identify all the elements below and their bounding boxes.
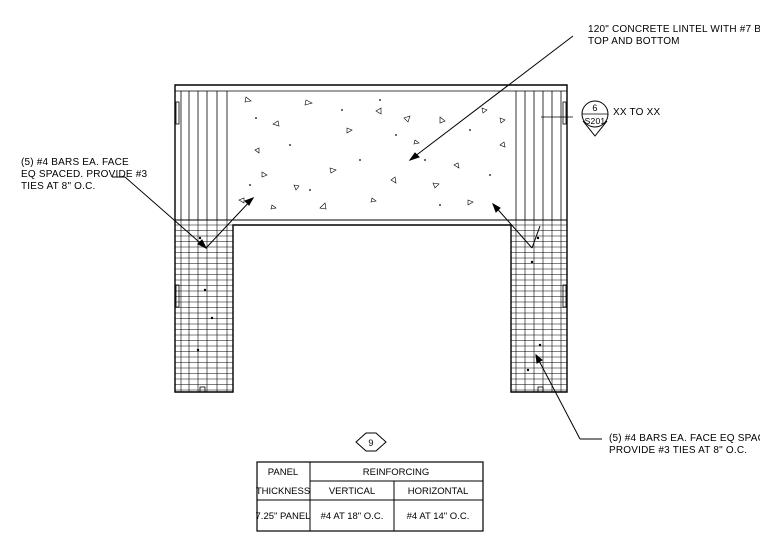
section-marker: 6 S201 XX TO XX: [541, 100, 660, 137]
jamb-bar-dots: [196, 236, 542, 372]
table-row-horizontal: #4 AT 14" O.C.: [407, 511, 470, 522]
table-vertical-header: VERTICAL: [329, 486, 375, 497]
lintel-note-line-2: TOP AND BOTTOM: [588, 36, 680, 47]
leader-lines: [112, 35, 602, 440]
table-horizontal-header: HORIZONTAL: [408, 486, 469, 497]
table-reinforcing-header: REINFORCING: [363, 467, 430, 478]
detail-number-marker: 9: [355, 432, 387, 452]
table-row-panel: 7.25" PANEL: [256, 511, 311, 522]
table-panel-header-2: THICKNESS: [256, 486, 310, 497]
section-marker-sheet: S201: [585, 116, 606, 126]
left-jamb-vertical-bars: [180, 91, 228, 220]
left-jamb-note-line-3: TIES AT 8" O.C.: [21, 181, 96, 192]
concrete-stipple: [238, 96, 506, 210]
concrete-dots: [249, 99, 491, 206]
table-panel-header-1: PANEL: [268, 467, 298, 478]
section-marker-range: XX TO XX: [613, 107, 660, 118]
detail-number: 9: [368, 438, 373, 448]
section-marker-number: 6: [592, 103, 597, 113]
left-jamb-note-line-1: (5) #4 BARS EA. FACE: [21, 157, 129, 168]
right-jamb-note-line-2: PROVIDE #3 TIES AT 8" O.C.: [609, 445, 747, 456]
reinforcing-table: PANEL THICKNESS REINFORCING VERTICAL HOR…: [256, 461, 484, 532]
right-jamb-hatch: [511, 220, 567, 392]
right-jamb-vertical-bars: [515, 91, 562, 220]
right-jamb-note-line-1: (5) #4 BARS EA. FACE EQ SPACED.: [609, 433, 760, 444]
table-row-vertical: #4 AT 18" O.C.: [321, 511, 384, 522]
lintel-note-line-1: 120" CONCRETE LINTEL WITH #7 BAR: [588, 24, 760, 35]
edge-insert-marks: [175, 101, 567, 393]
left-jamb-note-line-2: EQ SPACED. PROVIDE #3: [21, 169, 148, 180]
panel-outline: [174, 84, 568, 393]
